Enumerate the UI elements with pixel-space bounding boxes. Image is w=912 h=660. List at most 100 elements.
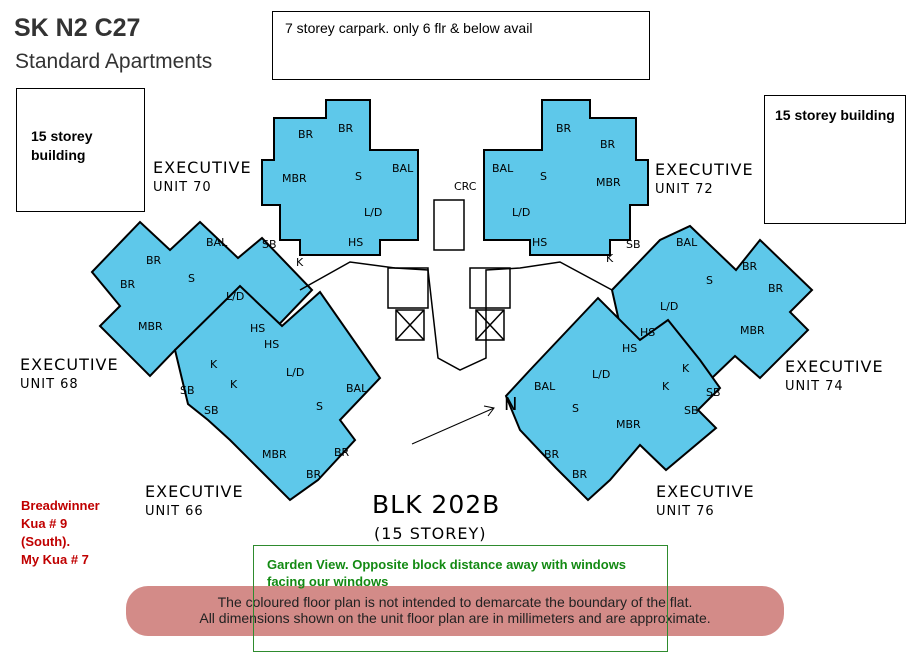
- page-subtitle: Standard Apartments: [15, 50, 213, 73]
- unit-68-type: EXECUTIVE: [20, 355, 119, 374]
- unit-76-label: EXECUTIVE UNIT 76: [656, 482, 755, 522]
- right-building-note-text: 15 storey building: [775, 107, 895, 123]
- disclaimer-line-1: The coloured floor plan is not intended …: [217, 594, 693, 610]
- room-label: L/D: [226, 290, 244, 303]
- unit-66-number: UNIT 66: [145, 504, 204, 519]
- unit-68-number: UNIT 68: [20, 377, 79, 392]
- kua-note: Breadwinner Kua # 9 (South). My Kua # 7: [21, 498, 100, 567]
- room-label: BR: [572, 468, 588, 481]
- room-label: BAL: [534, 380, 556, 393]
- room-label: K: [210, 358, 218, 371]
- room-label: SB: [180, 384, 195, 397]
- room-label: MBR: [596, 176, 621, 189]
- room-label: K: [682, 362, 690, 375]
- stair-right: [469, 267, 511, 309]
- unit-72-type: EXECUTIVE: [655, 160, 754, 179]
- room-label: BAL: [346, 382, 368, 395]
- unit-70-type: EXECUTIVE: [153, 158, 252, 177]
- room-label: HS: [264, 338, 279, 351]
- room-label: CRC: [454, 180, 477, 193]
- room-label: L/D: [660, 300, 678, 313]
- room-label: BR: [334, 446, 350, 459]
- room-label: SB: [204, 404, 219, 417]
- room-label: S: [572, 402, 579, 415]
- room-label: BR: [338, 122, 354, 135]
- unit-70-shape: [261, 99, 419, 256]
- room-label: BAL: [676, 236, 698, 249]
- left-building-note: 15 storey building: [16, 88, 145, 212]
- room-label: L/D: [364, 206, 382, 219]
- carpark-note-text: 7 storey carpark. only 6 flr & below ava…: [285, 20, 533, 36]
- unit-70-label: EXECUTIVE UNIT 70: [153, 158, 252, 198]
- unit-72-number: UNIT 72: [655, 182, 714, 197]
- unit-66-shape: [173, 284, 382, 502]
- left-building-note-text: 15 storey building: [31, 128, 93, 163]
- unit-72-shape: [483, 99, 649, 256]
- disclaimer-line-2: All dimensions shown on the unit floor p…: [199, 610, 711, 626]
- north-arrow: [411, 405, 495, 445]
- right-building-note: 15 storey building: [764, 95, 906, 224]
- room-label: HS: [250, 322, 265, 335]
- room-label: BR: [768, 282, 784, 295]
- block-storeys: (15 STOREY): [374, 524, 487, 543]
- unit-76-number: UNIT 76: [656, 504, 715, 519]
- lift-left: [395, 309, 425, 341]
- room-label: HS: [622, 342, 637, 355]
- room-label: S: [706, 274, 713, 287]
- room-label: SB: [262, 238, 277, 251]
- room-label: K: [606, 252, 614, 265]
- lift-left-x2: [395, 309, 425, 341]
- room-label: SB: [626, 238, 641, 251]
- room-label: MBR: [616, 418, 641, 431]
- room-label: MBR: [262, 448, 287, 461]
- room-label: BR: [600, 138, 616, 151]
- room-label: SB: [684, 404, 699, 417]
- unit-76-type: EXECUTIVE: [656, 482, 755, 501]
- room-label: MBR: [282, 172, 307, 185]
- room-label: S: [540, 170, 547, 183]
- unit-66-type: EXECUTIVE: [145, 482, 244, 501]
- lift-right-x2: [475, 309, 505, 341]
- room-label: MBR: [740, 324, 765, 337]
- stair-left: [387, 267, 429, 309]
- crc-box: [433, 199, 465, 251]
- disclaimer-banner: The coloured floor plan is not intended …: [126, 586, 784, 636]
- room-label: L/D: [286, 366, 304, 379]
- room-label: BR: [146, 254, 162, 267]
- core-outline: [299, 261, 613, 371]
- room-label: BAL: [392, 162, 414, 175]
- unit-74-number: UNIT 74: [785, 379, 844, 394]
- block-name: BLK 202B: [372, 490, 501, 519]
- room-label: S: [355, 170, 362, 183]
- room-label: BR: [556, 122, 572, 135]
- room-label: BR: [306, 468, 322, 481]
- room-label: BR: [544, 448, 560, 461]
- garden-view-note: Garden View. Opposite block distance awa…: [253, 545, 668, 652]
- room-label: L/D: [592, 368, 610, 381]
- room-label: SB: [706, 386, 721, 399]
- unit-74-label: EXECUTIVE UNIT 74: [785, 357, 884, 397]
- unit-66-label: EXECUTIVE UNIT 66: [145, 482, 244, 522]
- room-label: K: [230, 378, 238, 391]
- north-label: N: [504, 394, 517, 415]
- room-label: HS: [348, 236, 363, 249]
- room-label: BAL: [492, 162, 514, 175]
- room-label: S: [188, 272, 195, 285]
- unit-74-type: EXECUTIVE: [785, 357, 884, 376]
- room-label: L/D: [512, 206, 530, 219]
- lift-right: [475, 309, 505, 341]
- page-title: SK N2 C27: [14, 14, 141, 42]
- garden-view-note-text: Garden View. Opposite block distance awa…: [267, 557, 627, 589]
- room-label: K: [662, 380, 670, 393]
- room-label: S: [316, 400, 323, 413]
- room-label: BR: [298, 128, 314, 141]
- room-label: K: [296, 256, 304, 269]
- room-label: HS: [640, 326, 655, 339]
- room-label: HS: [532, 236, 547, 249]
- unit-70-number: UNIT 70: [153, 180, 212, 195]
- room-label: BR: [742, 260, 758, 273]
- carpark-note: 7 storey carpark. only 6 flr & below ava…: [272, 11, 650, 80]
- room-label: BR: [120, 278, 136, 291]
- unit-72-label: EXECUTIVE UNIT 72: [655, 160, 754, 200]
